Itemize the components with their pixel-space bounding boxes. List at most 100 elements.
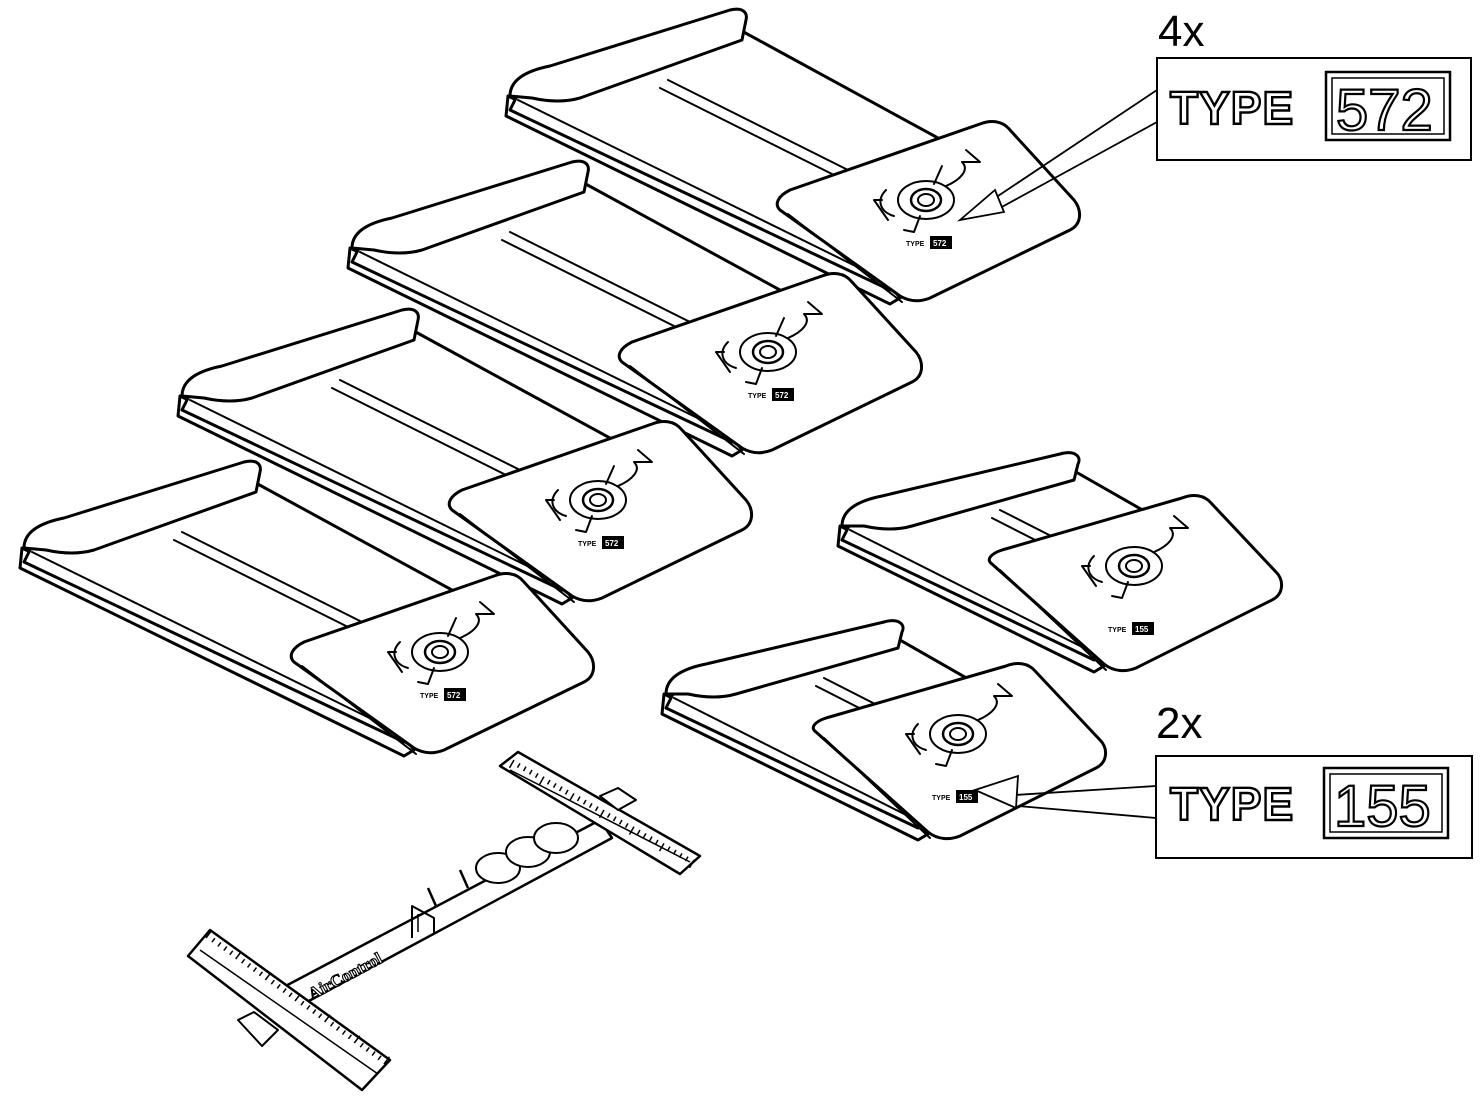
ruler-tick xyxy=(359,1042,364,1048)
ruler-tick xyxy=(347,1034,352,1040)
ruler-tick xyxy=(270,979,275,985)
bag-type-number: 155 xyxy=(959,793,973,802)
ruler-tick xyxy=(606,812,611,819)
ruler-tick xyxy=(522,766,527,772)
bag-type-label: TYPE xyxy=(748,393,767,400)
ruler-tick xyxy=(564,789,569,795)
bag-type-number: 572 xyxy=(605,539,619,548)
ruler-tick xyxy=(258,971,263,977)
quantity-label: 2x xyxy=(1156,699,1202,748)
ruler-tick xyxy=(235,951,242,960)
ruler-tick xyxy=(312,1009,317,1015)
bag-type-label: TYPE xyxy=(1108,627,1127,634)
ruler-tick xyxy=(229,950,234,956)
ruler-tick xyxy=(252,967,258,973)
ruler-tick xyxy=(672,849,677,855)
type-number: 572 xyxy=(1336,78,1433,143)
callout-type-155: 2x TYPE 155 xyxy=(972,699,1473,859)
ruler-tick xyxy=(508,759,515,769)
ruler-tick xyxy=(598,809,605,819)
ruler-tick xyxy=(534,772,539,779)
type-number-frame xyxy=(1324,70,1452,142)
ruler-tick xyxy=(546,779,551,785)
ruler-tick xyxy=(306,1004,311,1010)
type-label: TYPE xyxy=(1170,82,1294,134)
ruler-tick xyxy=(294,993,301,1002)
bag-type-label: TYPE xyxy=(906,241,925,248)
ruler-tick xyxy=(666,846,671,852)
ruler-tick xyxy=(528,769,533,775)
arrow-head-icon xyxy=(972,774,1019,810)
ruler-tick xyxy=(371,1051,376,1057)
ruler-tick xyxy=(612,816,617,822)
ruler-tick xyxy=(383,1056,390,1065)
bag-155-2: TYPE 155 xyxy=(660,619,1108,842)
bag-type-badge xyxy=(602,536,624,549)
ruler-tick xyxy=(538,776,545,785)
ruler-tick xyxy=(205,930,212,939)
callout-type-572: 4x TYPE 572 xyxy=(956,7,1472,222)
bag-type-number: 155 xyxy=(1135,625,1149,634)
ruler-tick xyxy=(300,1000,305,1006)
ruler-tick xyxy=(552,782,557,789)
ruler-tick xyxy=(318,1013,323,1019)
ruler-tick xyxy=(353,1035,361,1044)
ruler-tick xyxy=(558,786,563,792)
ruler-tick xyxy=(628,826,635,835)
ruler-tick xyxy=(516,762,521,769)
ruler-ticks xyxy=(205,759,695,1065)
ruler-tick xyxy=(377,1055,382,1061)
bag-155-1: TYPE 155 xyxy=(836,451,1284,674)
type-number-frame xyxy=(1322,766,1450,840)
ruler-tick xyxy=(223,946,228,952)
ruler-tick xyxy=(365,1046,370,1052)
callout-pointer xyxy=(1014,785,1157,819)
ruler-tick xyxy=(588,802,593,809)
bag-type-number: 572 xyxy=(447,691,461,700)
bag-type-number: 572 xyxy=(933,239,947,248)
top-ruler xyxy=(498,750,702,876)
ruler-tick xyxy=(288,992,293,998)
bag-type-badge xyxy=(1132,622,1154,635)
bag-type-label: TYPE xyxy=(420,693,439,700)
type-label: TYPE xyxy=(1170,778,1294,830)
ruler-tick xyxy=(642,832,647,839)
ruler-tick xyxy=(648,836,653,842)
quantity-label: 4x xyxy=(1158,7,1204,56)
ruler-tick xyxy=(335,1025,341,1031)
ruler-tick xyxy=(276,983,281,989)
ruler-tick xyxy=(341,1030,347,1036)
bag-type-number: 572 xyxy=(775,391,789,400)
bag-type-badge xyxy=(444,688,466,701)
callout-box xyxy=(1156,57,1472,161)
ruler-tick xyxy=(576,796,581,802)
ruler-tick xyxy=(636,829,641,835)
callout-pointer xyxy=(994,89,1158,209)
ruler-tick xyxy=(594,806,599,812)
aircontrol-measuring-tool: AirControl xyxy=(186,750,702,1092)
ruler-tick xyxy=(241,958,246,964)
bag-572-1: TYPE 572 xyxy=(504,7,1082,306)
ruler-tick xyxy=(568,792,575,802)
bag-572-2: TYPE 572 xyxy=(346,159,924,458)
ruler-tick xyxy=(582,799,587,805)
callout-box xyxy=(1155,755,1473,859)
ruler-tick xyxy=(658,842,665,852)
type-number: 155 xyxy=(1334,774,1431,839)
bag-type-badge xyxy=(930,236,952,249)
arrow-head-icon xyxy=(956,188,1006,222)
bag-type-label: TYPE xyxy=(578,541,597,548)
bag-572-3: TYPE 572 xyxy=(176,307,754,606)
bag-type-label: TYPE xyxy=(932,795,951,802)
ruler-tick xyxy=(684,856,689,862)
ruler-tick xyxy=(246,962,252,968)
bag-type-badge xyxy=(772,388,794,401)
ruler-tick xyxy=(688,859,695,869)
ruler-tick xyxy=(264,972,272,981)
ruler-tick xyxy=(282,988,287,994)
ruler-tick xyxy=(624,822,629,829)
ruler-tick xyxy=(217,941,222,947)
bottom-ruler xyxy=(186,928,392,1092)
ruler-tick xyxy=(618,819,623,825)
